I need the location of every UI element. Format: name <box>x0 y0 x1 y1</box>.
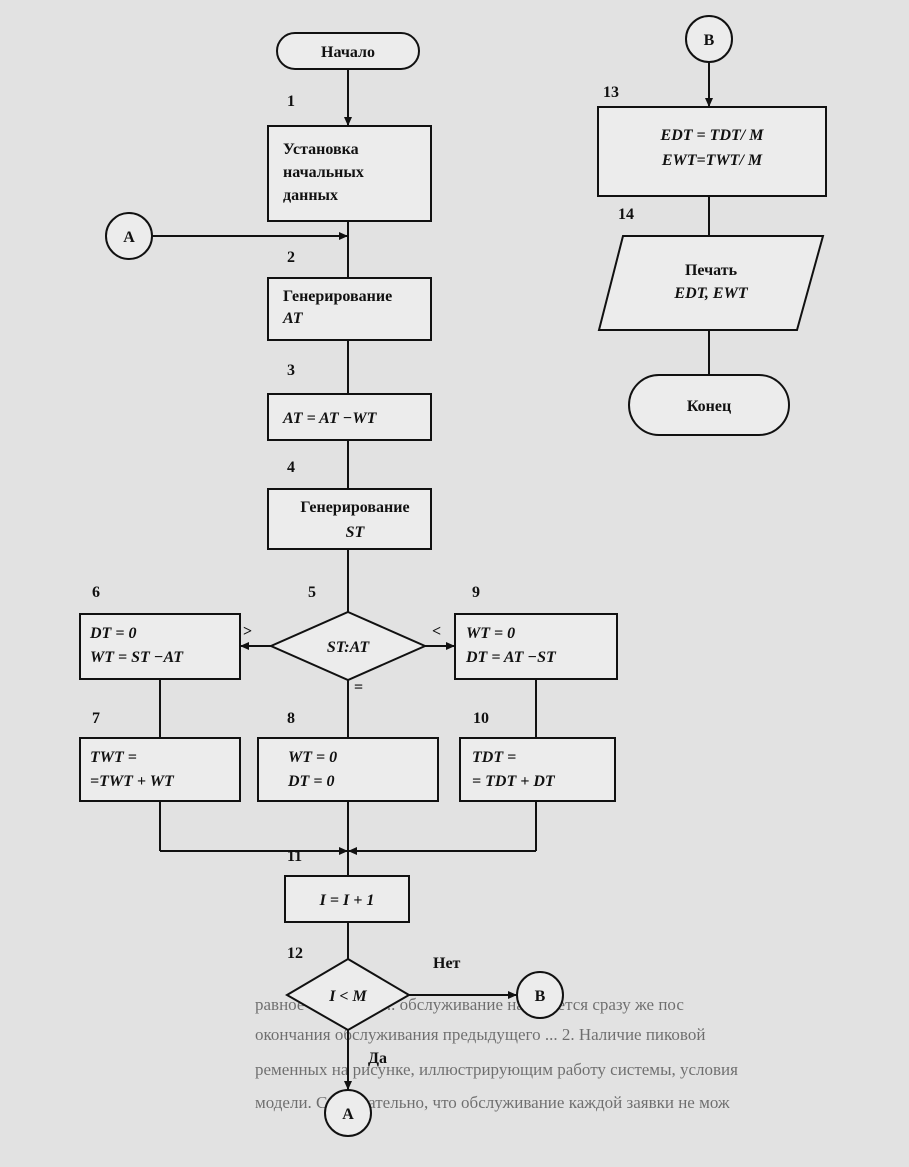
block-number: 1 <box>287 93 295 110</box>
block-4-generate-st: 4 Генерирование ST <box>267 459 432 550</box>
block-2-generate-at: 2 Генерирование AT <box>267 249 432 341</box>
block-text-line: DT = 0 <box>89 625 136 642</box>
block-number: 6 <box>92 584 100 601</box>
background-text-line: модели. Следовательно, что обслуживание … <box>255 1093 730 1112</box>
block-number: 10 <box>473 710 489 727</box>
end-label: Конец <box>687 398 731 415</box>
block-text-line: Печать <box>685 262 738 279</box>
block-text-line: I < M <box>328 988 367 1005</box>
block-text-line: TWT = <box>90 749 137 766</box>
block-text-line: Генерирование <box>300 499 409 516</box>
block-text-line: EDT = TDT/ M <box>660 127 765 144</box>
block-number: 11 <box>287 848 302 865</box>
start-terminal: Начало <box>276 32 420 70</box>
block-10: 10 TDT = = TDT + DT <box>459 710 616 802</box>
block-13-averages: 13 EDT = TDT/ M EWT=TWT/ M <box>597 84 827 197</box>
block-number: 7 <box>92 710 100 727</box>
block-12-decision-i-lt-m: 12 I < M Нет Да <box>285 945 461 1067</box>
block-number: 4 <box>287 459 295 476</box>
branch-label-gt: > <box>243 623 252 640</box>
connector-label: B <box>704 32 715 49</box>
connector-label: B <box>535 988 546 1005</box>
block-text-line: = TDT + DT <box>472 773 556 790</box>
block-14-print: 14 Печать EDT, EWT <box>597 206 825 331</box>
block-text-line: WT = 0 <box>466 625 515 642</box>
block-text-line: данных <box>283 187 338 204</box>
branch-label-no: Нет <box>433 955 461 972</box>
background-text-line: окончания обслуживания предыдущего ... 2… <box>255 1025 705 1044</box>
block-text-line: Генерирование <box>283 288 392 305</box>
connector-b-exit: B <box>516 971 564 1019</box>
block-5-decision-st-at: 5 ST:AT > < = <box>243 584 441 696</box>
block-text-line: EWT=TWT/ M <box>661 152 763 169</box>
block-3-at-update: 3 AT = AT −WT <box>267 362 432 441</box>
connector-a-bottom: A <box>324 1089 372 1137</box>
block-number: 8 <box>287 710 295 727</box>
block-text-line: AT = AT −WT <box>282 410 378 427</box>
block-text-line: AT <box>282 310 304 327</box>
background-text-line: ременных на рисунке, иллюстрирующим рабо… <box>255 1060 738 1079</box>
block-text-line: DT = 0 <box>287 773 334 790</box>
block-11-increment: 11 I = I + 1 <box>284 848 410 923</box>
block-number: 9 <box>472 584 480 601</box>
block-text-line: =TWT + WT <box>90 773 175 790</box>
branch-label-yes: Да <box>368 1050 387 1067</box>
block-text-line: начальных <box>283 164 364 181</box>
block-text-line: I = I + 1 <box>319 892 375 909</box>
connector-label: A <box>123 229 135 246</box>
block-6: 6 DT = 0 WT = ST −AT <box>79 584 241 680</box>
start-label: Начало <box>321 44 375 61</box>
block-number: 3 <box>287 362 295 379</box>
connector-label: A <box>342 1106 354 1123</box>
branch-label-lt: < <box>432 623 441 640</box>
connector-a-left: A <box>105 212 153 260</box>
block-text-line: Установка <box>283 141 359 158</box>
block-number: 14 <box>618 206 634 223</box>
block-text-line: WT = ST −AT <box>90 649 184 666</box>
block-number: 13 <box>603 84 619 101</box>
end-terminal: Конец <box>628 374 790 436</box>
block-7: 7 TWT = =TWT + WT <box>79 710 241 802</box>
block-number: 5 <box>308 584 316 601</box>
block-8: 8 WT = 0 DT = 0 <box>257 710 439 802</box>
block-text-line: EDT, EWT <box>673 285 748 302</box>
block-text-line: TDT = <box>472 749 516 766</box>
connector-b-entry: B <box>685 15 733 63</box>
block-text-line: ST:AT <box>327 639 371 656</box>
block-text-line: ST <box>346 524 366 541</box>
block-text-line: DT = AT −ST <box>465 649 557 666</box>
block-9: 9 WT = 0 DT = AT −ST <box>454 584 618 680</box>
branch-label-eq: = <box>354 679 363 696</box>
block-number: 12 <box>287 945 303 962</box>
block-text-line: WT = 0 <box>288 749 337 766</box>
connector-lines <box>152 62 713 1090</box>
block-1-init-data: 1 Установка начальных данных <box>267 93 432 222</box>
block-number: 2 <box>287 249 295 266</box>
